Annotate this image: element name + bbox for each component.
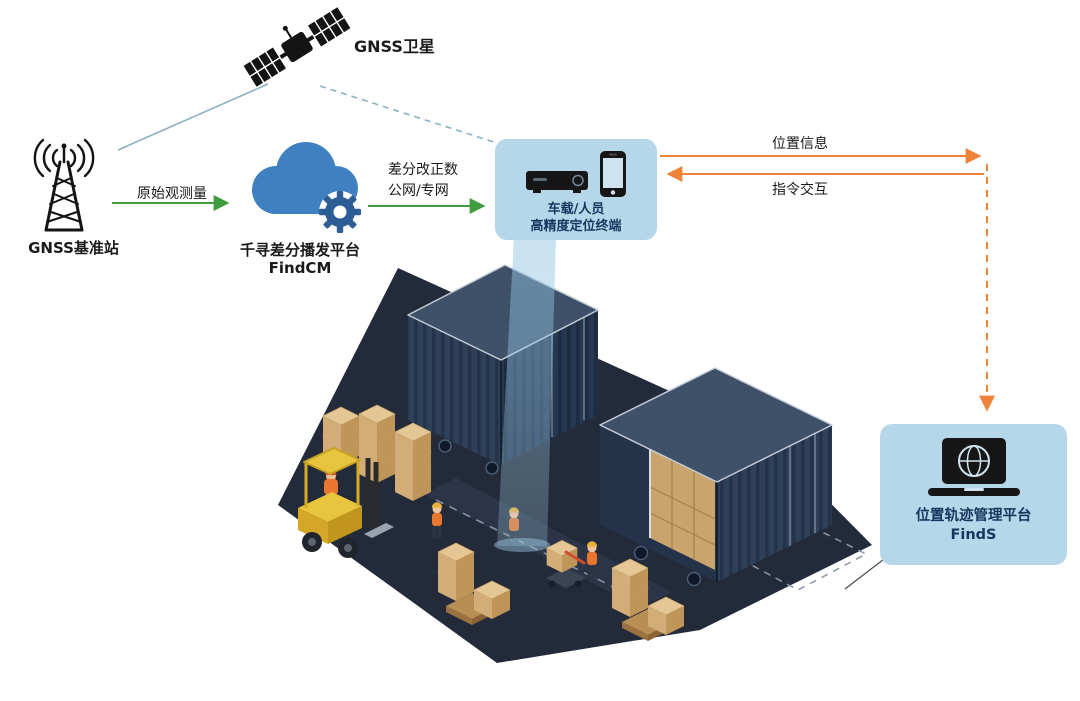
positioning-beam — [497, 237, 556, 546]
base-station-label: GNSS基准站 — [28, 239, 119, 257]
wheel-icon — [438, 439, 452, 453]
cloud-platform-label: 千寻差分播发平台 — [239, 241, 360, 259]
satellite-to-terminal-link — [319, 85, 507, 147]
laptop-globe-icon — [927, 438, 1020, 496]
command-label: 指令交互 — [772, 182, 828, 198]
parking-marking — [740, 525, 868, 591]
platform-label-line2: FindS — [950, 527, 997, 544]
orange-arrows — [660, 148, 995, 412]
raw-observation-label: 原始观测量 — [137, 186, 207, 202]
satellite-label: GNSS卫星 — [354, 37, 435, 56]
satellite-icon — [241, 5, 353, 89]
cloud-product-label: FindCM — [268, 259, 332, 277]
forklift — [298, 447, 394, 558]
signal-waves-icon — [33, 138, 95, 178]
open-door-cargo — [649, 449, 716, 570]
wheel-icon — [485, 461, 499, 475]
correction-label-line1: 差分改正数 — [388, 162, 458, 178]
terminal-label-line1: 车载/人员 — [547, 202, 605, 217]
wheel-icon — [633, 545, 649, 561]
terminal-card: 车载/人员 高精度定位终端 — [495, 139, 657, 240]
platform-label-line1: 位置轨迹管理平台 — [915, 508, 1032, 524]
warehouse-illustration — [278, 264, 872, 663]
satellite-links — [117, 83, 507, 151]
container-b — [599, 367, 833, 587]
platform-card: 位置轨迹管理平台 FindS — [880, 424, 1067, 565]
walkway — [424, 478, 672, 608]
gear-icon — [319, 191, 361, 233]
fork — [364, 523, 394, 538]
phone-icon — [600, 151, 626, 197]
position-info-label: 位置信息 — [772, 136, 828, 152]
cloud-icon — [252, 142, 361, 233]
base-station-icon — [33, 138, 95, 232]
beam-spot — [494, 538, 550, 552]
terminal-label-line2: 高精度定位终端 — [530, 219, 622, 235]
wheel-icon — [686, 571, 702, 587]
correction-label-line2: 公网/专网 — [388, 183, 449, 199]
finds-callout-tail — [844, 555, 889, 590]
receiver-icon — [526, 171, 588, 193]
green-arrows — [112, 195, 486, 214]
satellite-to-base-link — [117, 83, 269, 151]
pallet-jack — [546, 539, 586, 588]
lane-marking — [435, 499, 641, 601]
